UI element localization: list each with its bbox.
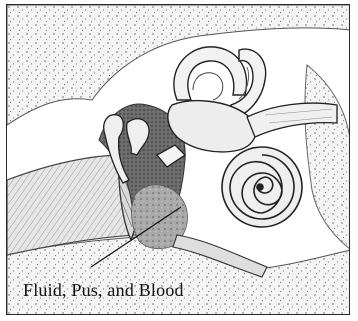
semicircular-canals	[174, 47, 247, 100]
figure-label: Fluid, Pus, and Blood	[23, 280, 184, 301]
diagram-frame: Fluid, Pus, and Blood	[6, 4, 350, 315]
right-bone	[305, 65, 350, 250]
cochlea	[222, 147, 302, 227]
ear-illustration	[7, 5, 350, 315]
